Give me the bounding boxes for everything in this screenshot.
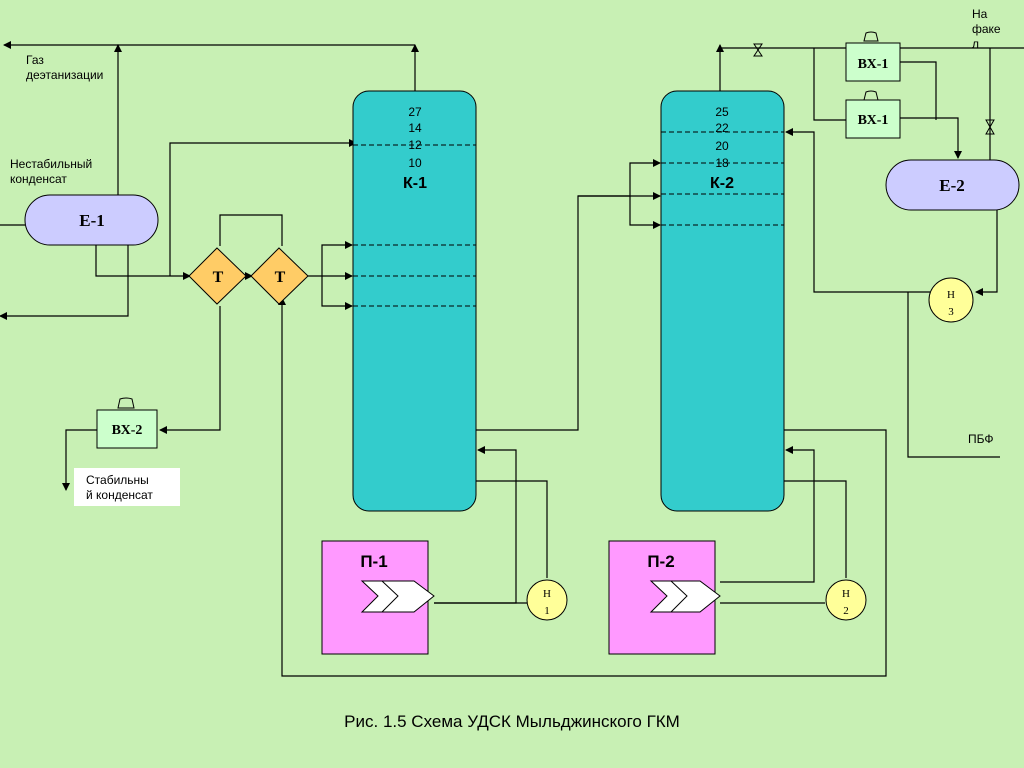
p2-return-line [720, 446, 815, 583]
e2-to-n3-line [975, 208, 998, 296]
vessel-e1-label: Е-1 [79, 211, 105, 230]
k1-tray-12: 12 [408, 138, 422, 152]
column-k2 [660, 90, 785, 512]
k2-tray-25: 25 [715, 105, 729, 119]
k2-feed-upper [578, 159, 661, 197]
column-k1-body [352, 90, 477, 512]
pump-n1-label: Н [543, 588, 551, 600]
flare-label: На факе л [972, 7, 1001, 51]
fan-icons [117, 31, 879, 409]
fan-icon [117, 397, 135, 409]
k1-reflux-line [169, 139, 357, 276]
cooler-vx2-body [96, 409, 158, 449]
k2-bottom-to-n2 [784, 480, 847, 578]
valves [753, 43, 995, 135]
column-k2-body [660, 90, 785, 512]
column-k1-label: К-1 [403, 175, 427, 192]
gas-label: Газ деэтанизации [26, 53, 104, 82]
pump-n1-number: 1 [544, 605, 550, 617]
column-k2-label: К-2 [710, 175, 734, 192]
cooler-vx2-label: ВХ-2 [112, 423, 143, 438]
stable-condensate-label: Стабильны й конденсат [86, 473, 153, 502]
vx1b-inlet-line [813, 48, 846, 121]
pump-n3-number: 3 [948, 306, 954, 318]
k1-feed-lower [321, 276, 353, 310]
pump-n1-body [526, 579, 568, 621]
pump-n3-body [928, 277, 974, 323]
exchanger-t1-label: Т [213, 269, 224, 286]
cooler-vx1a-body [845, 42, 901, 82]
k1-tray-10: 10 [408, 156, 422, 170]
k2-feed-lower [629, 196, 661, 229]
t-bypass-line [219, 214, 283, 246]
k1-feed-upper [308, 241, 353, 277]
stable-condensate-line [62, 429, 97, 491]
coil-icon [670, 580, 688, 613]
coil-icon [649, 580, 721, 613]
k2-reflux-line [785, 128, 930, 293]
fan-icon [863, 31, 879, 42]
column-k1 [352, 90, 477, 512]
k2-tray-18: 18 [715, 156, 729, 170]
pump-n3-label: Н [947, 289, 955, 301]
furnace-p2-label: П-2 [647, 552, 674, 571]
pump-n2-label: Н [842, 588, 850, 600]
vx1a-outlet-line [900, 61, 937, 120]
k1-bottom-to-n1 [476, 480, 548, 578]
k1-tray-14: 14 [408, 121, 422, 135]
furnace-p1-label: П-1 [360, 552, 387, 571]
coil-icon [381, 580, 399, 613]
vessel-e1-body [24, 194, 159, 246]
k1-to-k2-line [476, 192, 661, 431]
vessel-e2-body [885, 159, 1020, 211]
k2-bottoms-recycle-line [278, 297, 887, 677]
exchanger-t1-body [188, 247, 247, 305]
k2-tray-20: 20 [715, 139, 729, 153]
pbf-line [907, 292, 1000, 458]
cooler-vx1b-label: ВХ-1 [858, 113, 889, 128]
k2-tray-22: 22 [715, 121, 729, 135]
vx1b-to-e2-line [900, 117, 962, 159]
exchanger-t2-label: Т [275, 269, 286, 286]
piping [0, 41, 1024, 677]
furnace-coils [360, 580, 721, 613]
pump-n2-number: 2 [843, 605, 849, 617]
fan-icon [863, 90, 879, 101]
k1-tray-27: 27 [408, 105, 422, 119]
exchanger-t2-body [250, 247, 309, 305]
valve-icon [753, 43, 763, 57]
stable-condensate-label-box [74, 468, 180, 506]
valve-icon [985, 119, 995, 135]
pbf-label: ПБФ [968, 432, 994, 446]
k2-trays [661, 131, 784, 226]
pump-n2-body [825, 579, 867, 621]
k1-trays [353, 144, 476, 307]
cooler-vx1a-label: ВХ-1 [858, 57, 889, 72]
e1-drain-line [0, 245, 129, 320]
e1-to-t1-line [95, 245, 191, 280]
unstable-condensate-label: Нестабильный конденсат [10, 157, 93, 186]
t1-to-vx2-line [159, 306, 221, 434]
vessel-e2-label: Е-2 [939, 176, 965, 195]
figure-caption: Рис. 1.5 Схема УДСК Мыльджинского ГКМ [344, 712, 680, 731]
